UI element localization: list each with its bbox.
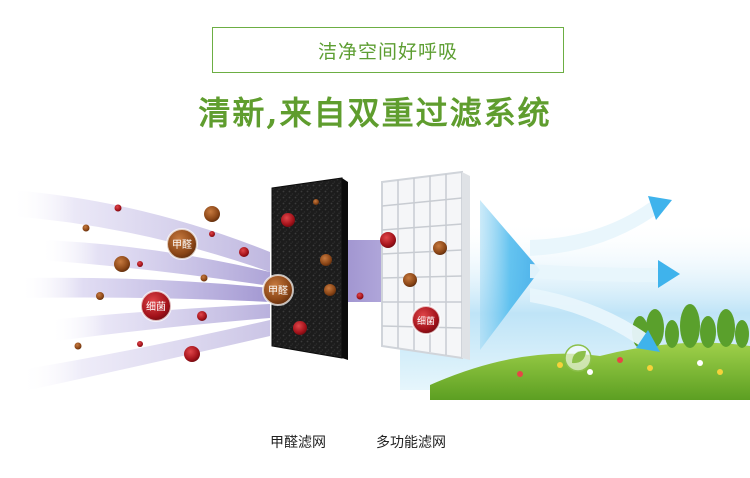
flowers — [517, 357, 723, 377]
particle-medium — [114, 206, 447, 362]
particle-bacteria-filter: 细菌 — [411, 305, 441, 335]
caption-multi-function-filter: 多功能滤网 — [376, 435, 446, 451]
tagline-box: 洁净空间好呼吸 — [212, 27, 564, 73]
particle-label: 细菌 — [146, 300, 166, 313]
particle-bacteria-large: 细菌 — [140, 290, 172, 322]
filter-captions: 甲醛滤网 多功能滤网 — [0, 432, 750, 456]
particle-label: 甲醛 — [172, 238, 192, 251]
particle-label: 细菌 — [417, 315, 435, 327]
leaf-icon — [564, 344, 592, 372]
tagline: 洁净空间好呼吸 — [317, 40, 458, 63]
formaldehyde-filter — [271, 177, 348, 360]
particle-formaldehyde-large: 甲醛 — [166, 228, 198, 260]
filtration-illustration: 甲醛 细菌 甲醛 细菌 — [10, 170, 750, 400]
particle-small — [74, 199, 364, 350]
headline: 清新,来自双重过滤系统 — [198, 94, 552, 132]
caption-formaldehyde-filter: 甲醛滤网 — [270, 435, 326, 451]
multi-function-filter — [381, 170, 470, 360]
clean-airflow — [480, 196, 680, 352]
particle-formaldehyde-filter: 甲醛 — [262, 274, 294, 306]
particle-label: 甲醛 — [268, 284, 288, 297]
